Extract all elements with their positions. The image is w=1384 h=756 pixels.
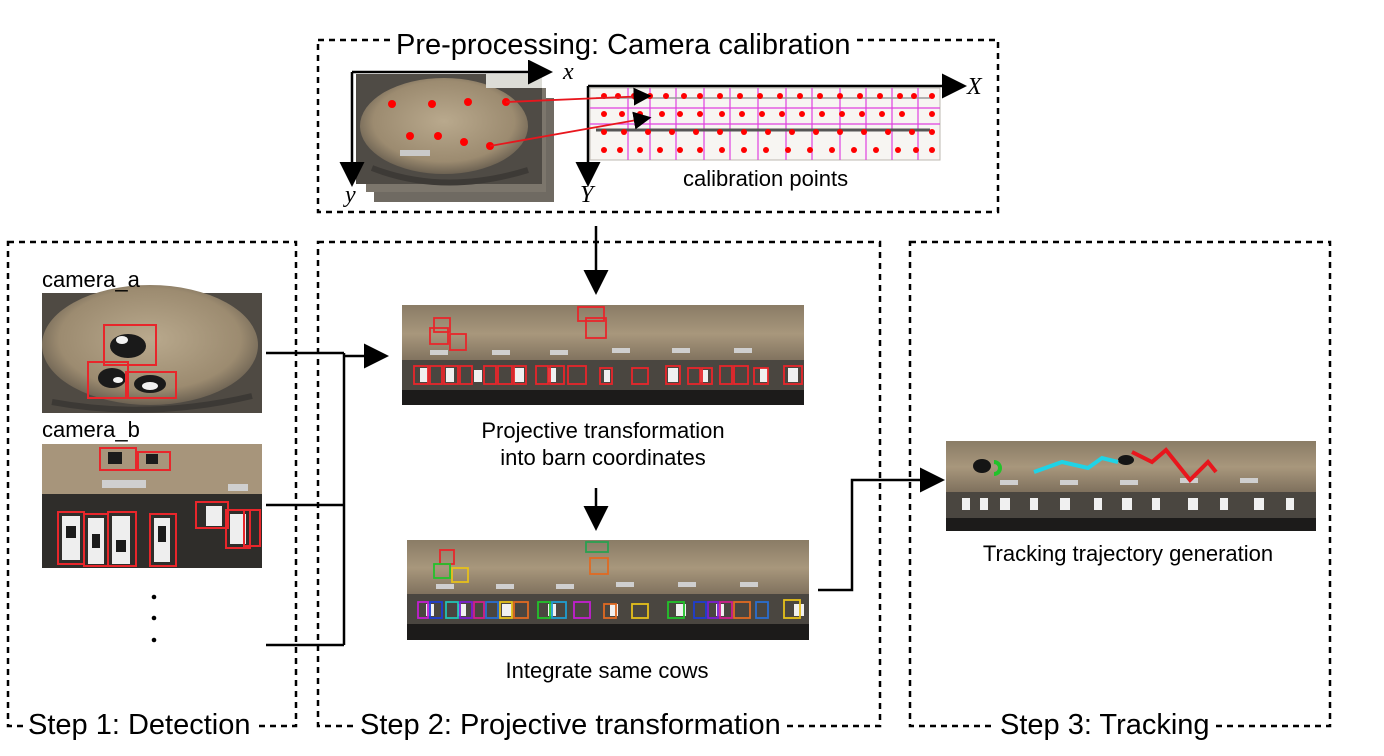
barn-calibration-points: [601, 93, 935, 153]
step2-to-step3-arrow: [818, 467, 945, 592]
step3-title: Step 3: Tracking: [996, 711, 1214, 740]
step2-panel: [316, 240, 882, 728]
calibration-points-label: calibration points: [683, 166, 849, 191]
transform-caption-line2: into barn coordinates: [500, 445, 706, 470]
integrate-caption: Integrate same cows: [505, 658, 709, 683]
image-calibration-points: [388, 98, 510, 150]
step1-title: Step 1: Detection: [24, 711, 255, 740]
camera-b-image: [42, 444, 262, 568]
image-y-label: y: [345, 182, 356, 208]
image-x-label: x: [563, 59, 574, 85]
tracking-caption: Tracking trajectory generation: [982, 541, 1274, 566]
barn-y-label: Y: [580, 182, 594, 208]
start-marker: [993, 460, 1002, 476]
trajectory-red: [1131, 447, 1218, 483]
camera-a-label: camera_a: [42, 267, 140, 292]
camera-b-label: camera_b: [42, 417, 140, 442]
more-cameras-dots: [151, 594, 157, 643]
calibration-camera-frames: [356, 74, 554, 202]
integrated-barn-image: [407, 540, 809, 640]
correspondence-arrow-1: [505, 87, 652, 106]
trajectory-cyan: [1033, 455, 1119, 474]
transform-caption-line1: Projective transformation: [481, 418, 725, 443]
step2-title: Step 2: Projective transformation: [356, 711, 785, 740]
correspondence-arrow-2: [489, 111, 652, 147]
tracking-barn-image: [946, 441, 1316, 531]
preprocessing-title: Pre-processing: Camera calibration: [392, 31, 855, 60]
preprocessing-panel: [316, 38, 1000, 214]
barn-x-label: X: [967, 74, 982, 100]
camera-a-image: [42, 285, 262, 413]
projected-barn-image: [402, 305, 804, 405]
camera-feed-connectors: [266, 351, 346, 647]
